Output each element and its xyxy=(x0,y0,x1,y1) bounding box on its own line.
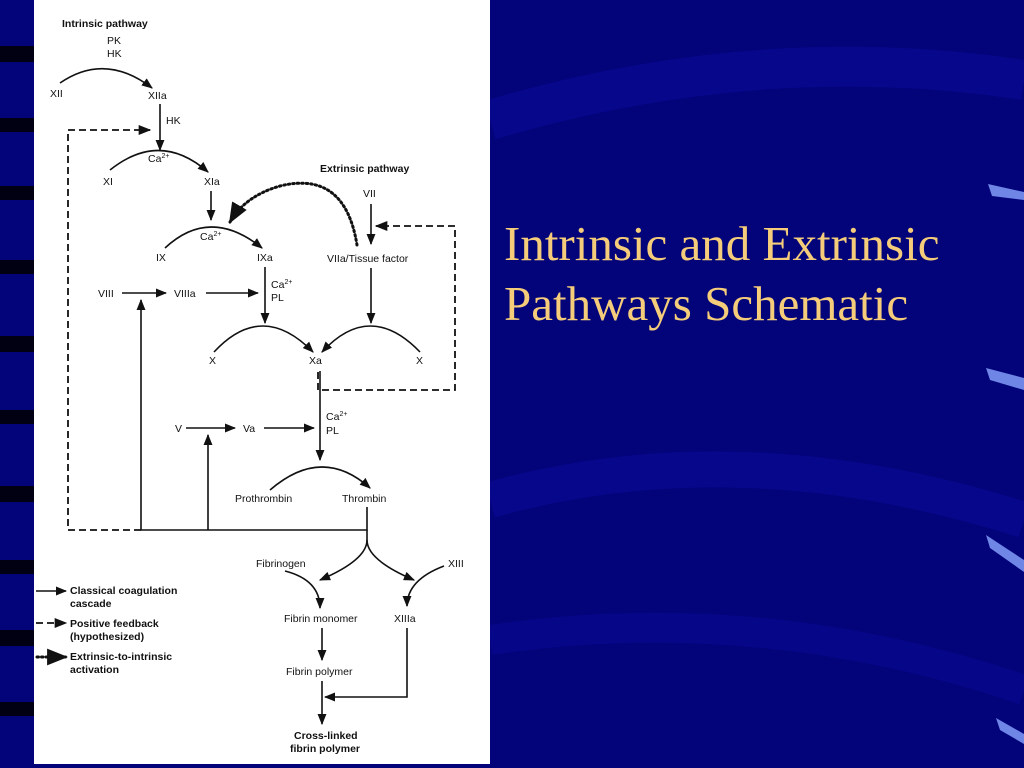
factor-x-right: X xyxy=(416,355,423,367)
prothrombin: Prothrombin xyxy=(235,493,292,505)
figure-panel-extension xyxy=(486,0,490,392)
xi-to-xia-arrow xyxy=(109,149,209,173)
factor-v: V xyxy=(175,423,182,435)
xii-to-xiia-arrow xyxy=(59,67,153,89)
thrombin-to-xiii-arrow xyxy=(366,539,416,581)
extrinsic-to-intrinsic-activation-arrow xyxy=(228,181,359,247)
figure-panel xyxy=(34,0,490,764)
crosslinked-fibrin-line-2: fibrin polymer xyxy=(290,743,360,755)
factor-xi: XI xyxy=(103,176,113,188)
factor-ix: IX xyxy=(156,252,166,264)
hk-mid-label: HK xyxy=(166,115,181,127)
factor-xiii: XIII xyxy=(448,558,464,570)
ca-pl-1-pl: PL xyxy=(271,292,284,304)
legend-positive-line-1: Positive feedback xyxy=(70,618,159,630)
xiiia-to-crosslink-arrow xyxy=(323,628,408,702)
pk-label: PK xyxy=(107,35,121,47)
x-to-xa-extrinsic-arrow xyxy=(321,325,421,353)
ca-pl-2-ca: Ca2+ xyxy=(326,411,347,423)
ix-to-ixa-arrow xyxy=(164,226,263,249)
factor-vii: VII xyxy=(363,188,376,200)
legend-extrinsic-line-1: Extrinsic-to-intrinsic xyxy=(70,651,172,663)
thrombin: Thrombin xyxy=(342,493,387,505)
diagram-legend: Classical coagulation cascade Positive f… xyxy=(35,585,177,676)
factor-viiia: VIIIa xyxy=(174,288,196,300)
factor-x-left: X xyxy=(209,355,216,367)
ca-pl-1-ca: Ca2+ xyxy=(271,279,292,291)
legend-classical-line-2: cascade xyxy=(70,598,112,610)
slide-title-line-1: Intrinsic and Extrinsic xyxy=(504,216,940,271)
blue-stripe-decoration xyxy=(986,368,1024,390)
legend-classical-line-1: Classical coagulation xyxy=(70,585,177,597)
blue-stripe-decoration xyxy=(986,535,1024,572)
prothrombin-to-thrombin-arrow xyxy=(269,466,371,491)
fibrinogen: Fibrinogen xyxy=(256,558,306,570)
intrinsic-pathway-header: Intrinsic pathway xyxy=(62,18,148,30)
factor-xii: XII xyxy=(50,88,63,100)
xa-feedback-to-vii-arrow xyxy=(317,220,456,391)
factor-ixa: IXa xyxy=(257,252,273,264)
factor-xa: Xa xyxy=(309,355,322,367)
x-to-xa-intrinsic-arrow xyxy=(213,325,314,353)
legend-positive-line-2: (hypothesized) xyxy=(70,631,144,643)
ca-pl-2-pl: PL xyxy=(326,425,339,437)
blue-stripe-decoration xyxy=(996,718,1024,744)
legend-extrinsic-line-2: activation xyxy=(70,664,119,676)
extrinsic-pathway-header: Extrinsic pathway xyxy=(320,163,409,175)
crosslinked-fibrin-line-1: Cross-linked xyxy=(294,730,358,742)
blue-stripe-decoration xyxy=(988,184,1024,200)
fibrin-monomer: Fibrin monomer xyxy=(284,613,358,625)
thrombin-feedback-to-xi-arrow xyxy=(67,124,152,531)
slide-title-line-2: Pathways Schematic xyxy=(504,276,909,331)
factor-xiia: XIIa xyxy=(148,90,167,102)
fibrin-polymer: Fibrin polymer xyxy=(286,666,353,678)
factor-viia-tissue-factor: VIIa/Tissue factor xyxy=(327,253,409,265)
ca-xi-label: Ca2+ xyxy=(148,153,169,165)
xiii-to-xiiia-arrow xyxy=(402,565,445,608)
factor-xiiia: XIIIa xyxy=(394,613,416,625)
factor-viii: VIII xyxy=(98,288,114,300)
slide-title: Intrinsic and Extrinsic Pathways Schemat… xyxy=(504,214,1019,334)
thrombin-to-fibrinogen-arrow xyxy=(318,530,368,581)
factor-va: Va xyxy=(243,423,255,435)
hk-label: HK xyxy=(107,48,122,60)
fibrinogen-to-monomer-arrow xyxy=(284,570,325,610)
factor-xia: XIa xyxy=(204,176,220,188)
thrombin-feedback-to-viii-arrow xyxy=(136,298,368,531)
ca-ix-label: Ca2+ xyxy=(200,231,221,243)
